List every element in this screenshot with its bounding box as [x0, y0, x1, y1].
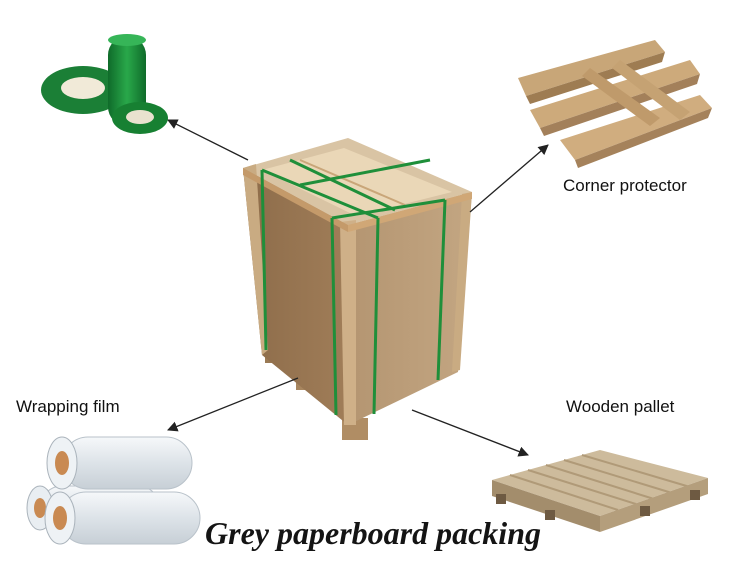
stack-corner-right — [452, 192, 472, 372]
label-wooden-pallet: Wooden pallet — [566, 397, 675, 416]
wrapping-film-rolls — [26, 436, 201, 545]
wooden-pallet-image — [492, 450, 708, 532]
tape-roll-front-core — [126, 110, 154, 124]
top-cover-seam — [299, 159, 406, 206]
tape-roll-back-core — [61, 77, 105, 99]
paperboard-package — [243, 138, 472, 440]
arrow-to-wrapping-film — [167, 377, 299, 432]
arrow-to-strapping-tape — [167, 119, 249, 161]
corner-protector-image — [518, 40, 712, 168]
film-roll-top — [61, 436, 193, 490]
stack-side-face — [243, 168, 348, 425]
label-corner-protector: Corner protector — [563, 176, 687, 195]
arrows — [167, 119, 549, 457]
label-wrapping-film: Wrapping film — [16, 397, 120, 416]
tape-roll-upright-top — [108, 34, 146, 46]
stack-corner-front — [340, 220, 356, 425]
arrow-to-wooden-pallet — [411, 409, 529, 457]
stack-corner-left — [243, 164, 268, 355]
diagram-title: Grey paperboard packing — [205, 515, 541, 551]
top-rim-left — [243, 168, 348, 232]
pallet-left-side — [492, 480, 600, 532]
arrow-to-corner-protector — [469, 144, 549, 213]
stack-straps — [260, 158, 447, 416]
strapping-tape-rolls — [41, 34, 168, 134]
corner-protector-1 — [518, 40, 665, 96]
stack-front-face — [348, 192, 472, 425]
pallet-right-side — [600, 478, 708, 532]
